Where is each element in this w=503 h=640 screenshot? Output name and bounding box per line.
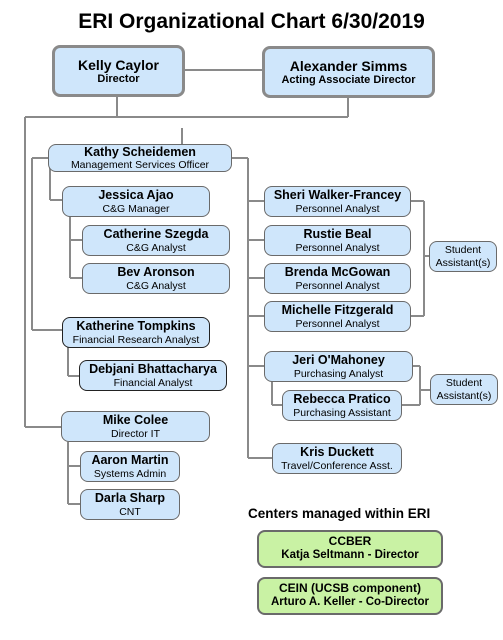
node-cg-analyst: Catherine Szegda C&G Analyst <box>82 225 230 256</box>
node-name: Aaron Martin <box>91 453 169 468</box>
node-role: Financial Research Analyst <box>72 333 200 346</box>
node-name: Kelly Caylor <box>78 56 159 73</box>
node-personnel-analyst: Sheri Walker-Francey Personnel Analyst <box>264 186 411 217</box>
node-role: C&G Analyst <box>126 241 186 254</box>
chart-title: ERI Organizational Chart 6/30/2019 <box>78 10 425 33</box>
center-lead: Arturo A. Keller - Co-Director <box>270 596 430 609</box>
node-role: Financial Analyst <box>113 376 193 389</box>
node-personnel-analyst: Brenda McGowan Personnel Analyst <box>264 263 411 294</box>
node-cg-manager: Jessica Ajao C&G Manager <box>62 186 210 217</box>
node-label: Student Assistant(s) <box>435 244 491 269</box>
node-name: Rebecca Pratico <box>293 392 391 407</box>
node-management-services-officer: Kathy Scheidemen Management Services Off… <box>48 144 232 172</box>
node-role: Travel/Conference Asst. <box>281 459 393 472</box>
node-role: Purchasing Analyst <box>293 367 384 380</box>
node-role: Director <box>97 72 140 85</box>
node-name: Jessica Ajao <box>98 188 174 203</box>
node-name: Mike Colee <box>102 413 169 428</box>
node-role: Personnel Analyst <box>295 241 380 254</box>
node-systems-admin: Aaron Martin Systems Admin <box>80 451 180 482</box>
node-name: Michelle Fitzgerald <box>281 303 394 318</box>
node-associate-director: Alexander Simms Acting Associate Directo… <box>262 46 435 98</box>
node-cnt: Darla Sharp CNT <box>80 489 180 520</box>
node-name: Kathy Scheidemen <box>84 144 196 159</box>
node-name: Brenda McGowan <box>284 265 391 280</box>
node-name: Alexander Simms <box>289 57 408 74</box>
node-role: Acting Associate Director <box>281 73 416 86</box>
node-role: Director IT <box>110 427 160 440</box>
node-role: Management Services Officer <box>70 159 210 172</box>
node-name: Rustie Beal <box>303 227 372 242</box>
node-cg-analyst: Bev Aronson C&G Analyst <box>82 263 230 294</box>
node-name: Kris Duckett <box>300 445 374 460</box>
center-name: CCBER <box>328 534 372 549</box>
node-travel-assistant: Kris Duckett Travel/Conference Asst. <box>272 443 402 474</box>
node-name: Bev Aronson <box>117 265 195 280</box>
node-role: Purchasing Assistant <box>293 406 391 419</box>
node-purchasing-analyst: Jeri O'Mahoney Purchasing Analyst <box>264 351 413 382</box>
node-purchasing-assistant: Rebecca Pratico Purchasing Assistant <box>282 390 402 421</box>
node-personnel-analyst: Michelle Fitzgerald Personnel Analyst <box>264 301 411 332</box>
node-name: Darla Sharp <box>94 491 166 506</box>
node-name: Debjani Bhattacharya <box>89 362 217 377</box>
center-ccber: CCBER Katja Seltmann - Director <box>257 530 443 568</box>
node-role: Personnel Analyst <box>295 202 380 215</box>
center-cein: CEIN (UCSB component) Arturo A. Keller -… <box>257 577 443 615</box>
node-name: Katherine Tompkins <box>76 319 196 334</box>
center-lead: Katja Seltmann - Director <box>281 549 419 562</box>
node-role: C&G Analyst <box>126 279 186 292</box>
node-label: Student Assistant(s) <box>436 377 492 402</box>
node-role: CNT <box>119 505 141 518</box>
node-name: Catherine Szegda <box>103 227 209 242</box>
node-name: Jeri O'Mahoney <box>292 353 385 368</box>
node-role: Personnel Analyst <box>295 279 380 292</box>
node-it-director: Mike Colee Director IT <box>61 411 210 442</box>
node-student-assistants: Student Assistant(s) <box>429 241 497 272</box>
node-role: C&G Manager <box>102 202 170 215</box>
center-name: CEIN (UCSB component) <box>279 581 421 596</box>
node-director: Kelly Caylor Director <box>52 45 185 97</box>
centers-heading: Centers managed within ERI <box>248 506 431 521</box>
node-role: Systems Admin <box>93 467 167 480</box>
node-financial-analyst: Debjani Bhattacharya Financial Analyst <box>79 360 227 391</box>
node-role: Personnel Analyst <box>295 317 380 330</box>
node-personnel-analyst: Rustie Beal Personnel Analyst <box>264 225 411 256</box>
node-name: Sheri Walker-Francey <box>273 188 402 203</box>
node-student-assistants: Student Assistant(s) <box>430 374 498 405</box>
node-financial-research-analyst: Katherine Tompkins Financial Research An… <box>62 317 210 348</box>
